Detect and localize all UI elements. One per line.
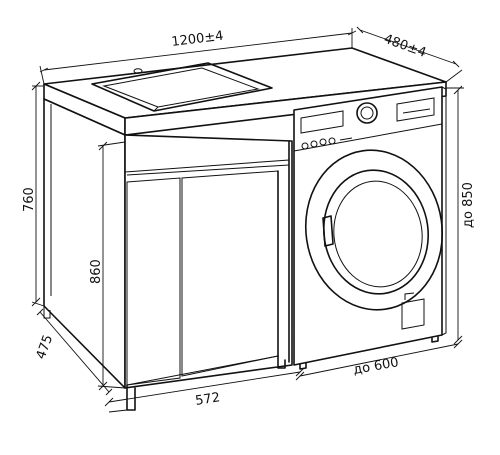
vanity-cabinet [43, 98, 293, 411]
washing-machine [293, 86, 447, 370]
washing-machine-drum-icon [304, 149, 444, 311]
washer-control-knob-icon [356, 102, 378, 124]
dim-washer-width: до 600 [352, 355, 400, 378]
dim-inner-height: 860 [89, 259, 104, 284]
dim-base-depth: 475 [34, 333, 57, 361]
dim-washer-height: до 850 [461, 182, 476, 228]
dim-vanity-height: 760 [22, 187, 37, 212]
dimension-lines [31, 26, 464, 413]
dim-cabinet-width: 572 [194, 390, 221, 409]
dim-top-depth: 480±4 [382, 32, 428, 61]
countertop [43, 47, 447, 136]
dim-top-width: 1200±4 [171, 29, 225, 50]
